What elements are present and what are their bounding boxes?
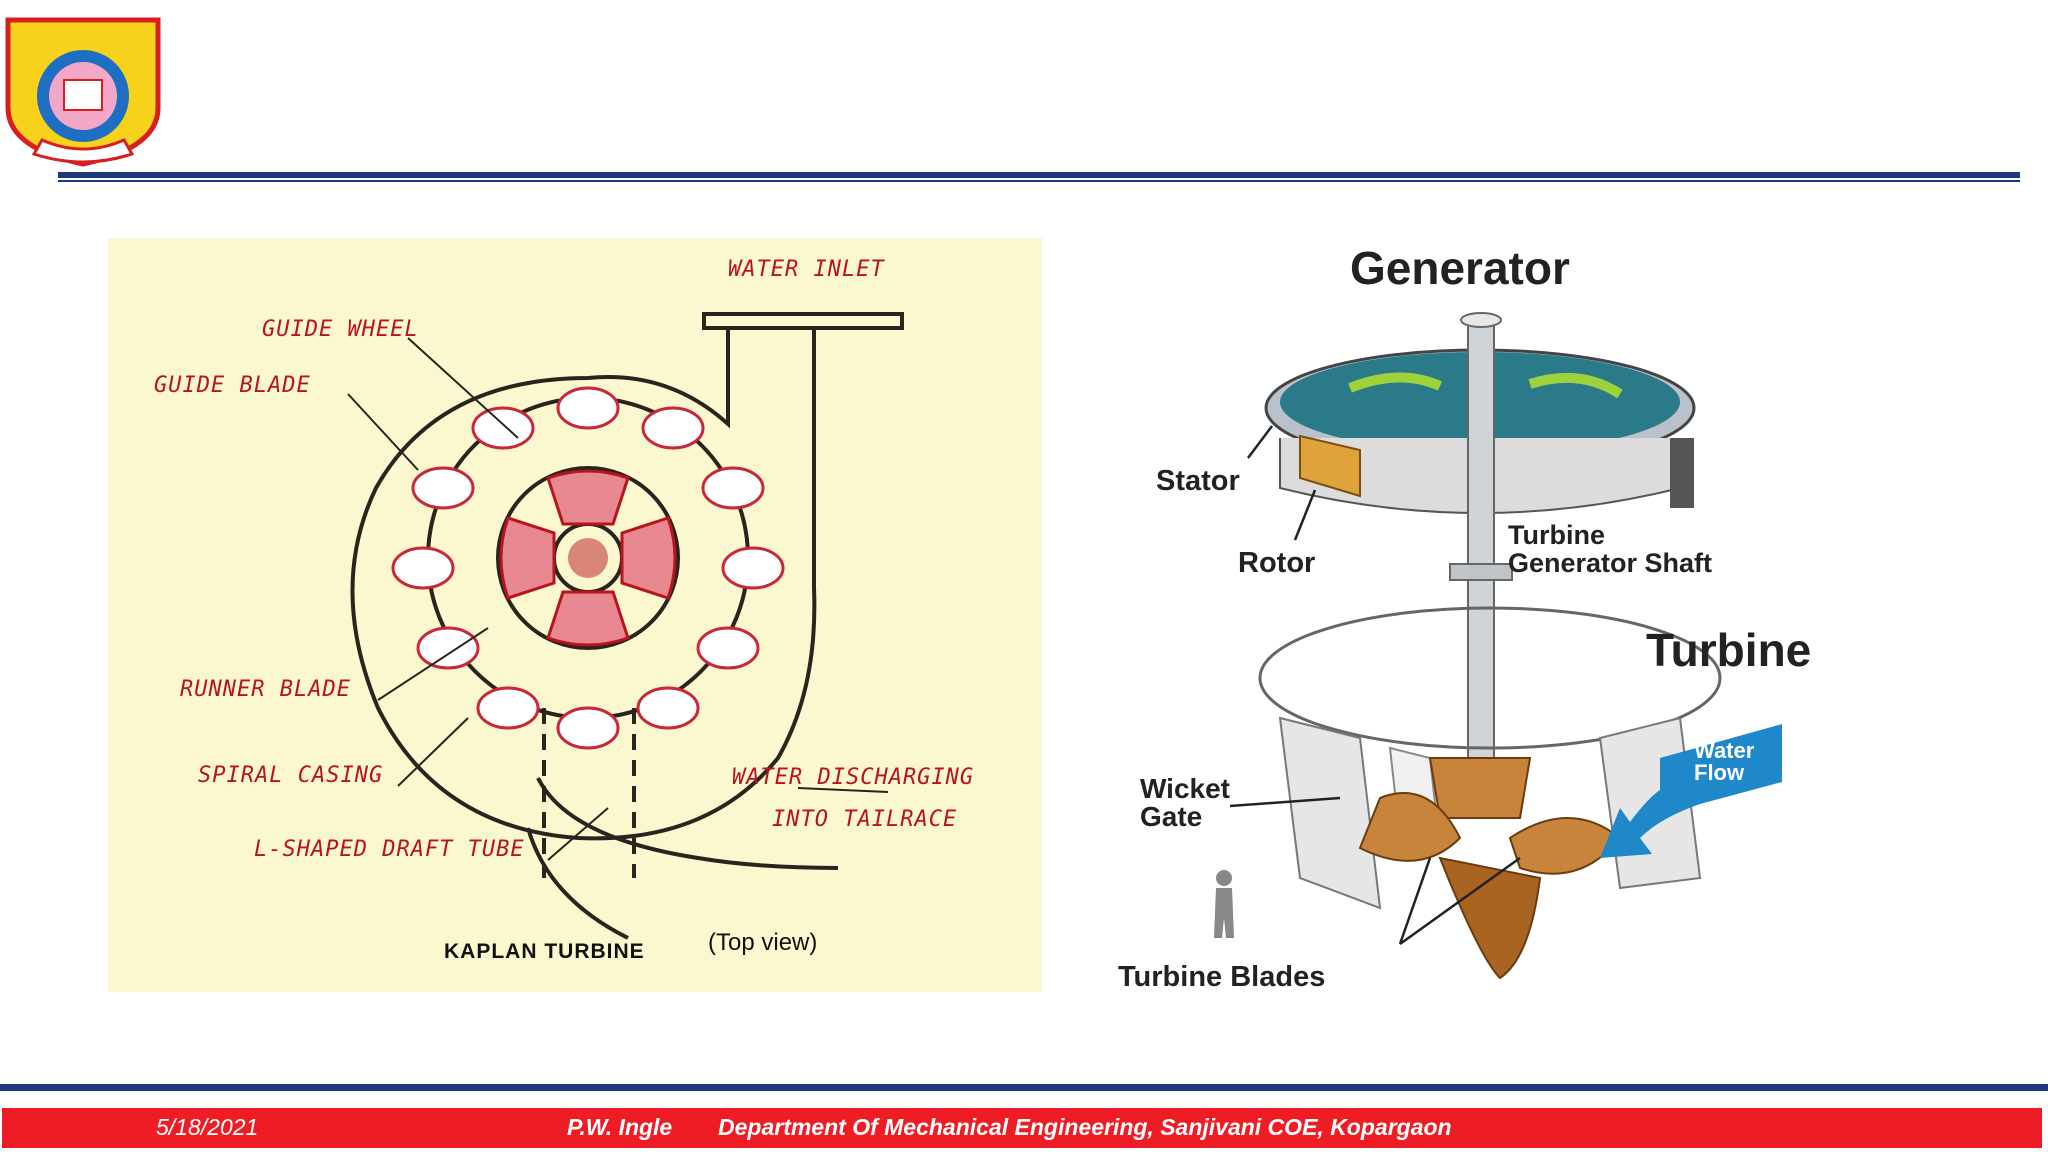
label-wicket: Wicket [1140, 773, 1230, 804]
footer-author: P.W. Ingle [567, 1114, 673, 1140]
label-runner-blade: RUNNER BLADE [180, 677, 351, 702]
footer-bar [2, 1108, 2042, 1148]
label-water: Water [1694, 738, 1755, 763]
label-flow: Flow [1694, 760, 1745, 785]
runner-blades [499, 469, 677, 647]
generator-turbine-diagram: Generator Stator Rotor Turbine Generator… [1118, 242, 1811, 993]
turbine-runner [1358, 757, 1622, 980]
leader-lines [347, 337, 889, 861]
header-rule [58, 172, 2020, 178]
kaplan-caption: KAPLAN TURBINE [444, 940, 645, 963]
label-gate: Gate [1140, 801, 1202, 832]
kaplan-turbine-sketch: WATER INLET GUIDE WHEEL GUIDE BLADE RUNN… [108, 238, 1042, 992]
label-turbine-blades: Turbine Blades [1118, 961, 1325, 993]
footer-date: 5/18/2021 [156, 1114, 259, 1140]
label-guide-wheel: GUIDE WHEEL [262, 317, 419, 342]
label-guide-blade: GUIDE BLADE [154, 373, 311, 398]
turbine-generator-shaft [1449, 312, 1513, 801]
label-water-discharging: WATER DISCHARGING [732, 765, 974, 790]
label-turbine-shaft: Turbine [1508, 520, 1605, 550]
guide-blades [391, 386, 785, 750]
label-leaders [1229, 425, 1521, 946]
label-generator-shaft: Generator Shaft [1508, 548, 1712, 578]
label-rotor: Rotor [1238, 547, 1315, 579]
footer-department: Department Of Mechanical Engineering, Sa… [718, 1114, 1452, 1140]
label-water-inlet: WATER INLET [728, 257, 885, 282]
water-flow-arrow [1600, 724, 1782, 858]
label-into-tailrace: INTO TAILRACE [772, 807, 957, 832]
footer-rule [0, 1084, 2048, 1091]
college-logo [5, 17, 161, 167]
kaplan-caption-view: (Top view) [708, 929, 817, 956]
person-scale-figure [1214, 870, 1234, 938]
label-generator: Generator [1350, 242, 1570, 294]
label-stator: Stator [1156, 465, 1240, 497]
header-rule-thin [58, 180, 2020, 182]
label-spiral-casing: SPIRAL CASING [198, 763, 383, 788]
label-turbine: Turbine [1646, 624, 1811, 676]
label-draft-tube: L-SHAPED DRAFT TUBE [254, 837, 525, 862]
